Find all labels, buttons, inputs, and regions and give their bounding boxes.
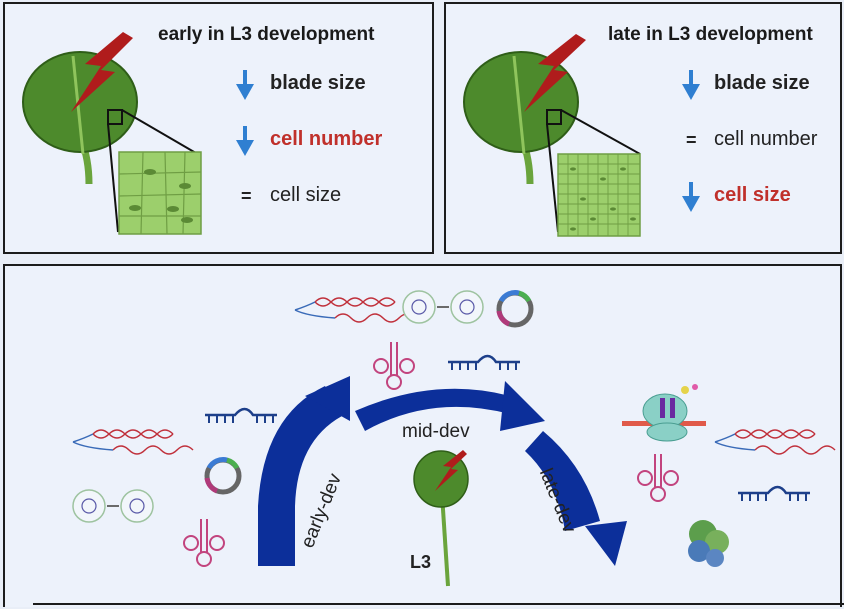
equals-sign: = [241, 186, 252, 206]
down-arrow-icon [682, 182, 700, 212]
down-arrow-icon [236, 126, 254, 156]
zoom-line [546, 123, 559, 233]
lightning-bolt-icon [71, 32, 133, 112]
row-label-highlight: cell size [714, 184, 791, 206]
zoom-marker [107, 109, 123, 125]
equals-sign: = [686, 130, 697, 150]
down-arrow-icon [682, 70, 700, 100]
zoom-line [107, 123, 119, 233]
arrowhead [500, 381, 545, 431]
mirna-icon [446, 354, 522, 372]
dna-icon [714, 429, 836, 455]
trna-icon [183, 518, 225, 567]
cell-division-icon [72, 489, 154, 523]
panel-title: late in L3 development [608, 24, 813, 45]
arrowhead [305, 376, 350, 421]
leaf-midrib [512, 55, 526, 155]
leaf-label: L3 [410, 552, 432, 572]
arrowhead [585, 521, 627, 566]
translation-complex-icon [622, 384, 706, 442]
timeline-illustration [72, 290, 836, 587]
dna-icon [294, 297, 416, 323]
row-label: cell number [714, 128, 818, 150]
zoom-marker [546, 109, 562, 125]
late-leaf-illustration [463, 34, 700, 237]
early-leaf-illustration [22, 32, 254, 235]
lightning-bolt-icon [524, 34, 586, 112]
late-development-panel: late in L3 development blade size = cell… [444, 2, 842, 254]
mirna-icon [203, 407, 279, 425]
plasmid-icon [207, 460, 239, 492]
trna-icon [373, 341, 415, 390]
arc-segment-late [525, 431, 600, 531]
early-development-panel: early in L3 development blade size cell … [3, 2, 434, 254]
leaf-petiole [440, 493, 450, 587]
zoom-line [121, 109, 202, 157]
cell-division-icon [402, 290, 484, 324]
trna-icon [637, 453, 679, 502]
lightning-bolt-icon [435, 450, 467, 491]
row-label-highlight: cell number [270, 128, 383, 150]
protein-icon [688, 520, 729, 567]
down-arrow-icon [236, 70, 254, 100]
arc-segment-mid [355, 388, 517, 431]
stage-label-mid-dev: mid-dev [402, 421, 470, 442]
development-timeline-panel: mid-dev early-dev late-dev L3 [3, 264, 844, 607]
row-label: blade size [714, 72, 810, 94]
row-label: blade size [270, 72, 366, 94]
dna-icon [72, 429, 194, 455]
mirna-icon [736, 485, 812, 503]
arc-segment-early [258, 386, 342, 566]
plasmid-icon [499, 293, 531, 325]
panel-title: early in L3 development [158, 24, 375, 45]
baseline-divider [33, 603, 844, 605]
zoom-line [560, 109, 641, 155]
row-label: cell size [270, 184, 342, 206]
